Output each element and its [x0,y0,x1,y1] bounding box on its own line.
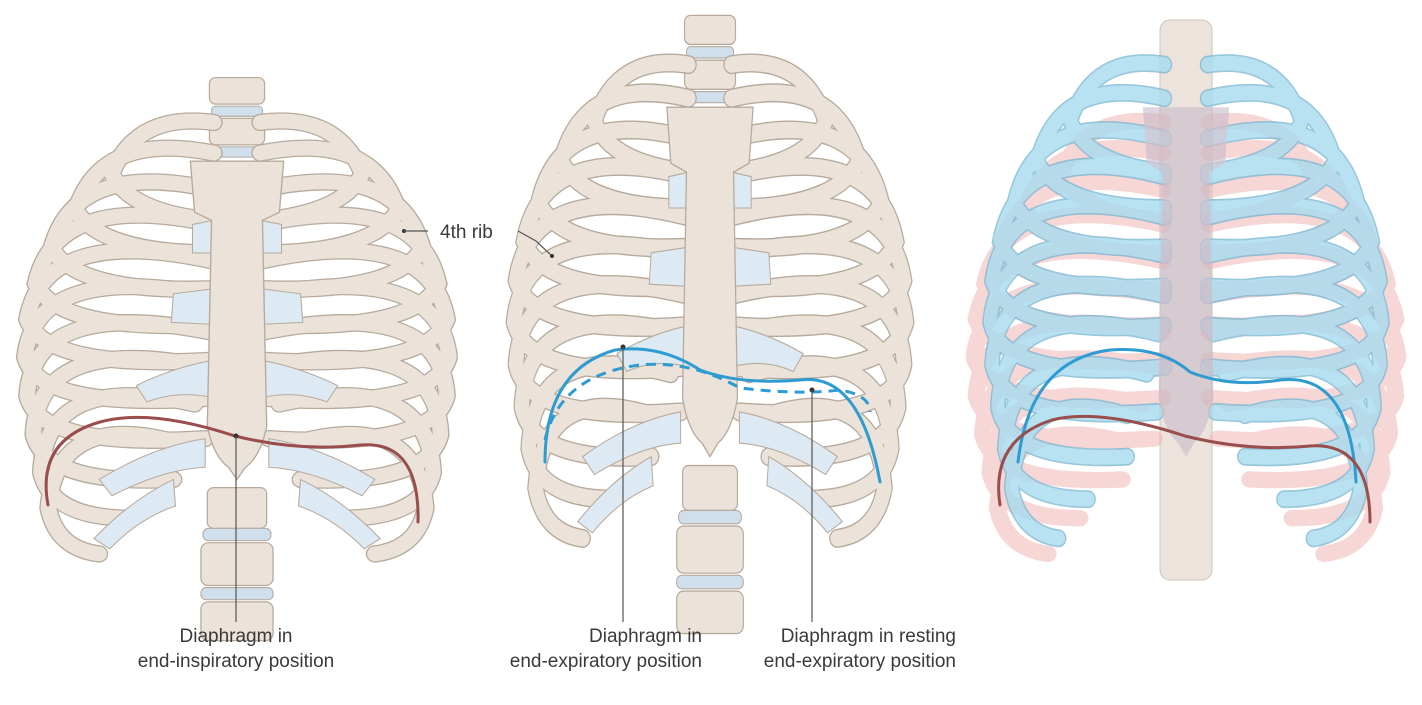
rib-cage-inspiration [25,78,449,641]
label-inspiratory-diaphragm: Diaphragm in end-inspiratory position [137,626,335,672]
rib-cage-expiration [514,15,906,633]
resting-expiratory-diaphragm-line [543,362,872,441]
label-expiratory-diaphragm: Diaphragm in end-expiratory position [509,626,702,672]
overlay-expiratory-diaphragm-line [1016,348,1358,484]
leader-4th-rib-right [517,230,553,257]
overlay-inspiratory-diaphragm-line [997,414,1372,524]
panel-inspiration [25,78,449,641]
panel-overlay [974,19,1398,581]
panel-expiration [514,15,906,633]
rib-cage-expiration-overlay [990,63,1382,538]
label-4th-rib: 4th rib [440,222,493,243]
label-resting-expiratory-diaphragm: Diaphragm in resting end-expiratory posi… [763,626,956,672]
expiratory-diaphragm-line [543,347,882,484]
